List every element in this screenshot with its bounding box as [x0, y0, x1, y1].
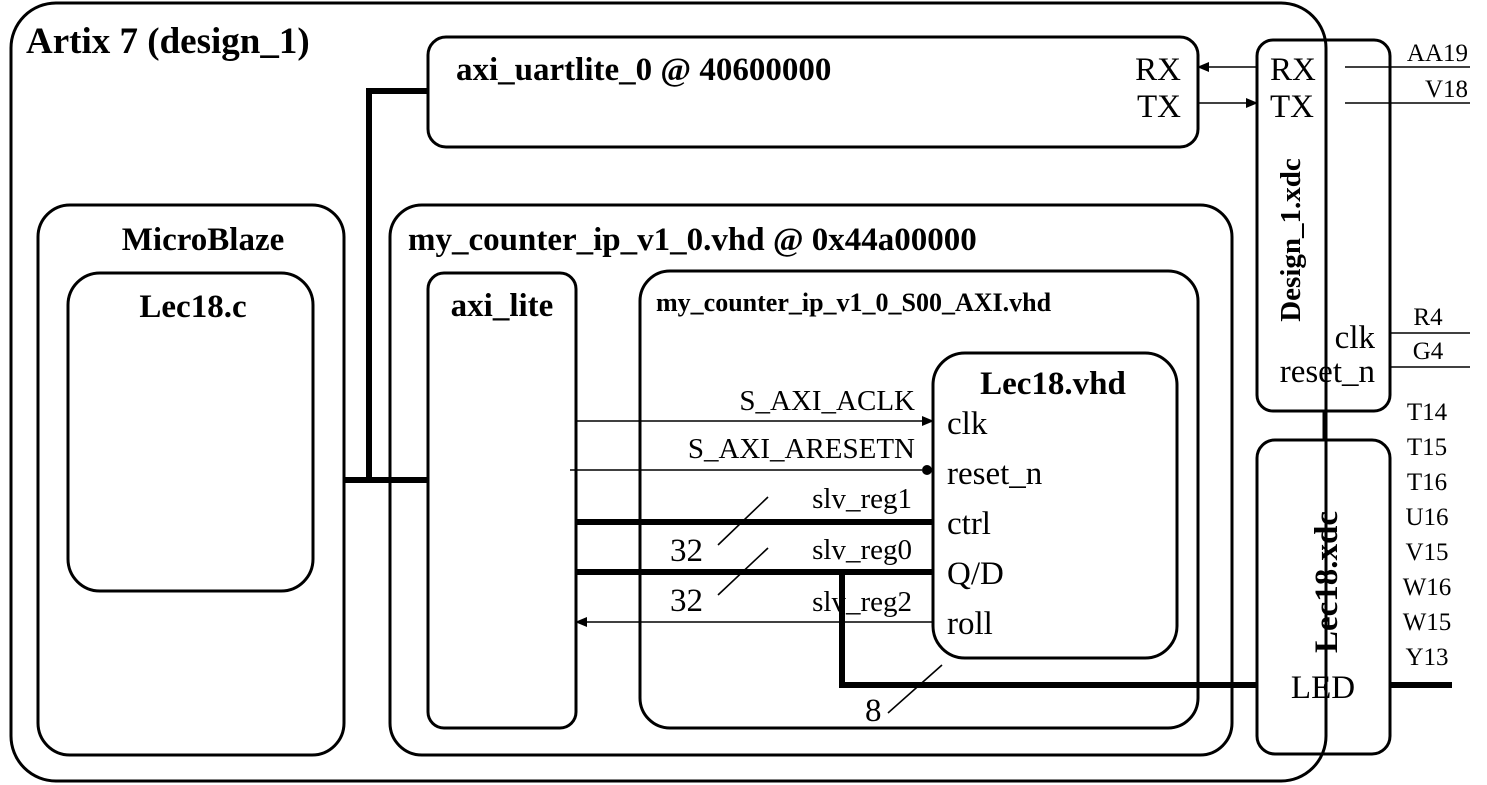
qd-width: 32	[670, 583, 703, 619]
lec18-xdc-title: Lec18.xdc	[1309, 511, 1345, 653]
uart-title: axi_uartlite_0 @ 40600000	[456, 52, 831, 88]
uart-rx-label: RX	[1135, 52, 1181, 88]
ctrl-bus-slash	[717, 496, 769, 546]
reg0-label: slv_reg0	[812, 534, 912, 566]
pin-clk: R4	[1413, 304, 1443, 331]
led-bus	[839, 572, 1257, 688]
led-bus-slash	[887, 664, 943, 714]
lec18-xdc-led: LED	[1291, 670, 1355, 706]
lec18-vhd-box	[931, 351, 1179, 660]
aresetn-invert-dot	[922, 465, 932, 475]
port-ctrl: ctrl	[947, 506, 991, 542]
led-pin: T16	[1407, 469, 1447, 496]
design-xdc-rx: RX	[1270, 52, 1316, 88]
reg2-label: slv_reg2	[812, 586, 912, 618]
microblaze-title: MicroBlaze	[122, 222, 285, 258]
s00-axi-box	[638, 269, 1200, 730]
design-xdc-tx: TX	[1270, 89, 1314, 125]
led-pin: W15	[1403, 609, 1452, 636]
lec18-c-title: Lec18.c	[139, 289, 246, 325]
lec18-vhd-title: Lec18.vhd	[980, 366, 1126, 402]
axi-bus	[344, 88, 428, 483]
pin-rx: AA19	[1407, 40, 1468, 67]
pin-reset-n: G4	[1413, 338, 1444, 365]
uart-tx-label: TX	[1137, 89, 1181, 125]
reg1-label: slv_reg1	[812, 483, 912, 515]
aresetn-label: S_AXI_ARESETN	[688, 433, 915, 465]
led-pin: Y13	[1405, 644, 1448, 671]
counter-ip-title: my_counter_ip_v1_0.vhd @ 0x44a00000	[408, 222, 977, 258]
port-roll: roll	[947, 606, 993, 642]
pin-tx: V18	[1425, 76, 1468, 103]
design-xdc-title: Design_1.xdc	[1275, 158, 1307, 322]
port-qd: Q/D	[947, 556, 1004, 592]
axi-lite-box	[426, 271, 578, 730]
led-pin: W16	[1403, 574, 1452, 601]
design-xdc-reset-n: reset_n	[1280, 354, 1375, 390]
led-pin: U16	[1405, 504, 1448, 531]
s00-axi-title: my_counter_ip_v1_0_S00_AXI.vhd	[656, 288, 1052, 317]
led-pin: T15	[1407, 434, 1447, 461]
axi-lite-title: axi_lite	[451, 288, 554, 324]
fpga-box	[9, 1, 1328, 783]
qd-bus-slash	[717, 547, 769, 596]
port-clk: clk	[947, 406, 988, 442]
microblaze-box	[36, 203, 346, 757]
port-reset-n: reset_n	[947, 456, 1042, 492]
fpga-title: Artix 7 (design_1)	[26, 21, 310, 62]
led-pin: T14	[1407, 399, 1448, 426]
lec18-c-box	[66, 271, 315, 593]
led-pin: V15	[1405, 539, 1448, 566]
led-width: 8	[865, 693, 882, 729]
design-xdc-clk: clk	[1335, 320, 1376, 356]
aclk-label: S_AXI_ACLK	[739, 385, 915, 417]
ctrl-width: 32	[670, 533, 703, 569]
